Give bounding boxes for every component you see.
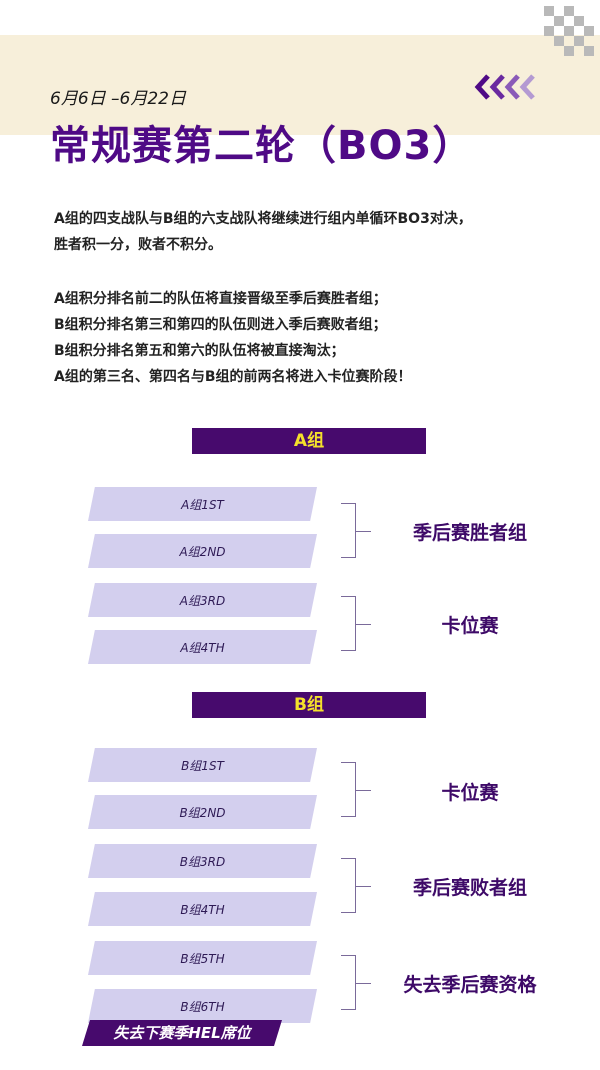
penalty-banner: 失去下赛季HEL席位 — [82, 1020, 282, 1046]
intro-line: A组的四支战队与B组的六支战队将继续进行组内单循环BO3对决， — [54, 211, 472, 227]
bracket — [341, 596, 371, 651]
result-label: 卡位赛 — [441, 782, 499, 804]
date-range: 6月6日 –6月22日 — [50, 89, 186, 109]
bracket — [341, 858, 371, 913]
group-a-header: A组 — [192, 428, 426, 454]
result-label: 季后赛胜者组 — [412, 522, 527, 544]
slot-b6: B组6TH — [88, 989, 317, 1023]
result-label: 失去季后赛资格 — [403, 974, 537, 996]
header-band — [0, 35, 600, 135]
slot-a3: A组3RD — [88, 583, 317, 617]
bracket — [341, 955, 371, 1010]
chevrons-left-icon — [474, 74, 535, 100]
rule-line: A组的第三名、第四名与B组的前两名将进入卡位赛阶段！ — [54, 369, 412, 385]
result-label: 季后赛败者组 — [412, 877, 527, 899]
rule-line: B组积分排名第五和第六的队伍将被直接淘汰； — [54, 343, 345, 359]
intro-line: 胜者积一分，败者不积分。 — [54, 237, 222, 253]
slot-b2: B组2ND — [88, 795, 317, 829]
slot-a4: A组4TH — [88, 630, 317, 664]
slot-a1: A组1ST — [88, 487, 317, 521]
rule-line: B组积分排名第三和第四的队伍则进入季后赛败者组； — [54, 317, 387, 333]
slot-b3: B组3RD — [88, 844, 317, 878]
slot-b5: B组5TH — [88, 941, 317, 975]
result-label: 卡位赛 — [441, 615, 499, 637]
slot-a2: A组2ND — [88, 534, 317, 568]
checker-pattern-icon — [544, 6, 600, 62]
slot-b4: B组4TH — [88, 892, 317, 926]
bracket — [341, 762, 371, 817]
group-b-header: B组 — [192, 692, 426, 718]
slot-b1: B组1ST — [88, 748, 317, 782]
bracket — [341, 503, 371, 558]
rule-line: A组积分排名前二的队伍将直接晋级至季后赛胜者组； — [54, 291, 387, 307]
page-title: 常规赛第二轮（BO3） — [50, 123, 474, 169]
